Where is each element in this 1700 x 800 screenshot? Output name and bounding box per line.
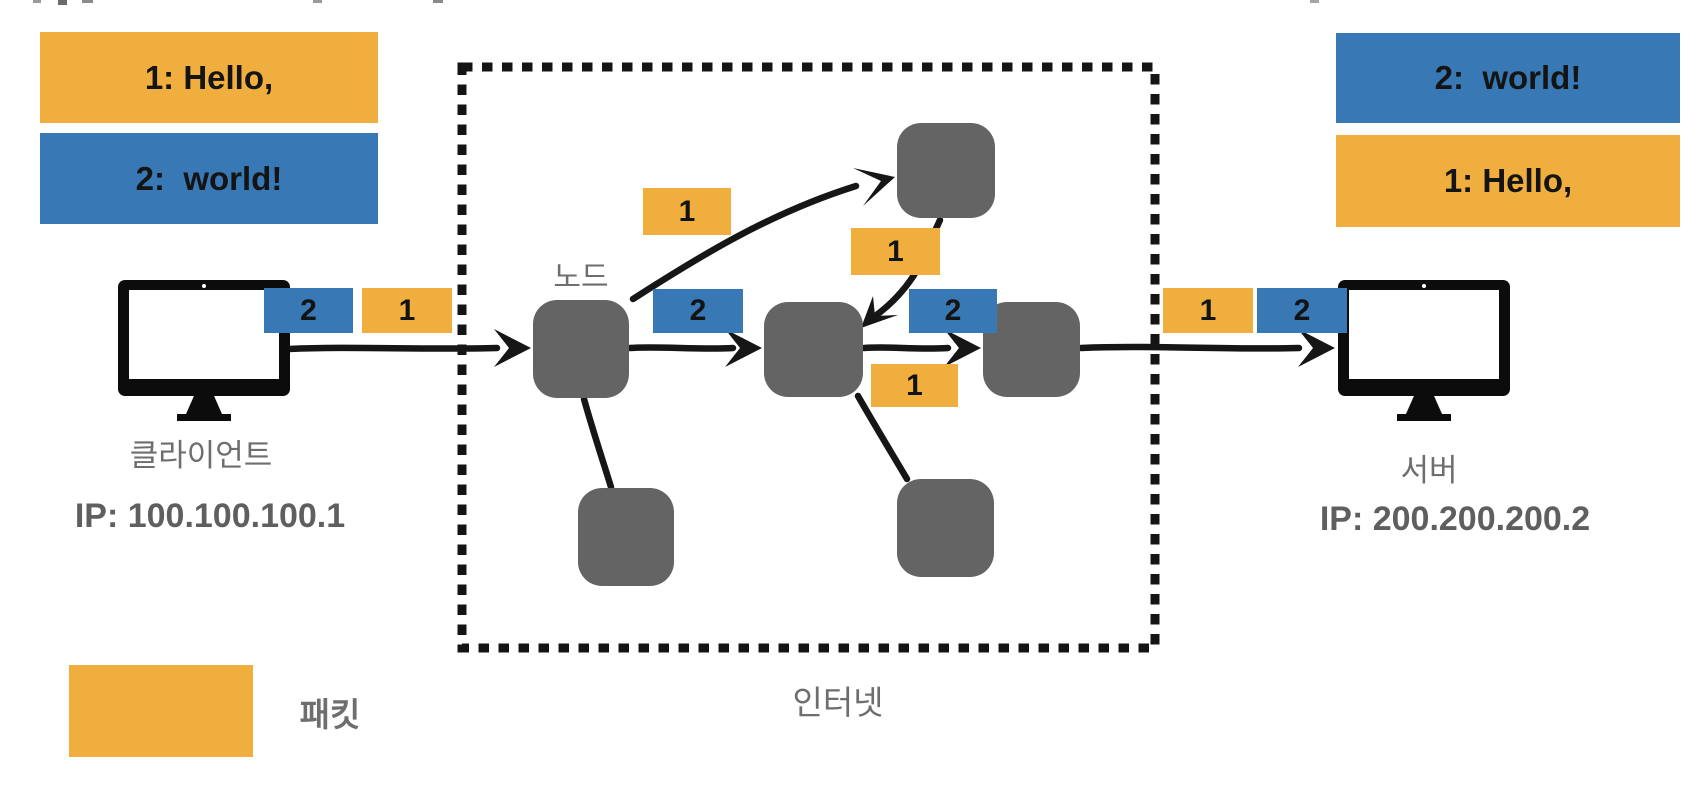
monitor-stand <box>1406 396 1442 414</box>
packet-chip-value: 1 <box>906 368 923 402</box>
packet-chip-value: 2 <box>1293 293 1311 327</box>
packet-chip-value: 2 <box>944 294 962 327</box>
monitor-stand <box>186 396 222 414</box>
router-node-1 <box>533 300 629 398</box>
router-node-3 <box>983 302 1080 397</box>
client-label: 클라이언트 <box>129 438 273 473</box>
packet-chip-client-2: 2 <box>264 288 353 333</box>
packet-chip-server-1: 1 <box>1163 288 1253 333</box>
arrowhead-into-node3 <box>944 329 981 367</box>
client-ip: IP: 100.100.100.1 <box>74 497 346 535</box>
packet-chip-detour-down-1: 1 <box>851 228 940 275</box>
server-computer-icon <box>1338 280 1510 421</box>
client-message-box-1: 1: Hello, <box>40 32 378 123</box>
packet-chip-hop2-1: 1 <box>871 364 958 407</box>
router-node-bottom-left <box>578 488 674 586</box>
arrowhead-into-node2 <box>725 329 762 367</box>
packet-chip-value: 2 <box>689 294 707 327</box>
link-node2-to-bottom-right-node <box>854 392 911 483</box>
crop-artifact <box>33 0 41 3</box>
monitor-camera-dot <box>1422 284 1426 288</box>
legend-packet-swatch <box>69 665 253 757</box>
monitor-camera-dot <box>202 284 206 288</box>
client-message-2-text: 2: world! <box>135 159 283 197</box>
packet-chip-detour-up-1: 1 <box>643 188 731 235</box>
server-ip: IP: 200.200.200.2 <box>1319 500 1591 538</box>
server-message-box-2: 2: world! <box>1336 33 1680 123</box>
arrow-node1-to-node2 <box>626 344 737 352</box>
crop-artifact <box>82 0 93 3</box>
arrow-client-to-node1 <box>285 344 501 353</box>
client-message-box-2: 2: world! <box>40 133 378 224</box>
packet-chip-value: 1 <box>887 234 904 268</box>
packet-chip-value: 1 <box>398 293 416 327</box>
crop-artifact <box>58 0 67 5</box>
router-node-2 <box>764 302 863 397</box>
server-label: 서버 <box>1400 453 1458 488</box>
crop-artifact <box>313 0 322 3</box>
packet-chip-value: 1 <box>678 194 696 228</box>
client-message-1-text: 1: Hello, <box>144 58 274 96</box>
monitor-screen <box>129 290 279 379</box>
arrowhead-detour-into-node2 <box>861 296 898 328</box>
packet-chip-value: 2 <box>300 293 317 327</box>
crop-artifact <box>433 0 443 3</box>
arrow-node2-to-node3 <box>860 344 952 352</box>
packet-chip-hop1-2: 2 <box>653 289 743 333</box>
legend-packet-label: 패킷 <box>299 696 361 733</box>
packet-chip-hop2-2: 2 <box>909 289 997 333</box>
monitor-screen <box>1349 290 1499 379</box>
arrowhead-into-node1 <box>494 329 531 367</box>
link-node1-to-bottom-left-node <box>580 395 615 491</box>
arrowhead-into-top-node <box>853 168 895 206</box>
router-node-top <box>897 123 995 218</box>
arrow-node3-to-server <box>1077 343 1303 352</box>
server-message-1-text: 1: Hello, <box>1443 162 1573 199</box>
monitor-base <box>177 414 231 421</box>
arrowhead-into-server <box>1298 329 1335 367</box>
packet-chip-value: 1 <box>1199 293 1217 327</box>
node-label: 노드 <box>553 261 609 294</box>
server-message-box-1: 1: Hello, <box>1336 135 1680 227</box>
monitor-base <box>1397 414 1451 421</box>
client-computer-icon <box>118 280 290 421</box>
internet-label: 인터넷 <box>792 684 884 721</box>
monitor-body <box>118 280 290 396</box>
crop-artifact <box>1310 0 1319 3</box>
server-message-2-text: 2: world! <box>1434 59 1582 96</box>
monitor-body <box>1338 280 1510 396</box>
packet-chip-server-2: 2 <box>1257 288 1347 333</box>
packet-chip-client-1: 1 <box>362 288 452 333</box>
router-node-bottom-right <box>897 479 994 577</box>
